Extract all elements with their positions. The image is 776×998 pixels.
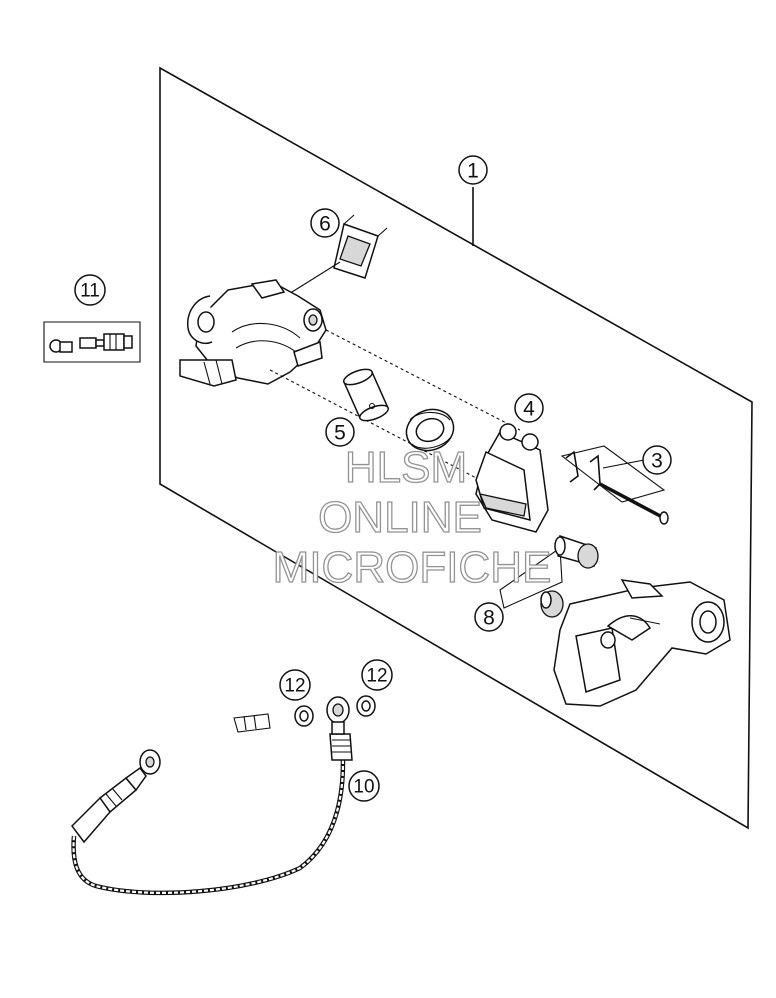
pad-pin-and-clips [560, 445, 669, 525]
callout-4: 4 [514, 393, 544, 423]
svg-text:3: 3 [651, 450, 663, 473]
svg-text:8: 8 [483, 607, 495, 630]
piston [342, 368, 390, 422]
callout-5: 5 [325, 417, 355, 447]
piston-seal [405, 408, 455, 452]
brake-pads [475, 423, 549, 533]
callout-11: 11 [74, 274, 106, 306]
callout-10: 10 [348, 770, 380, 802]
svg-text:1: 1 [467, 160, 479, 183]
caliper-carrier-bracket [553, 579, 731, 707]
svg-text:12: 12 [366, 666, 387, 687]
svg-text:12: 12 [284, 676, 305, 697]
watermark: HLSM ONLINE MICROFICHE [272, 442, 552, 592]
small-bolt-part [233, 713, 271, 733]
slide-pin-boots [499, 534, 599, 618]
callout-12a: 12 [279, 669, 311, 701]
brake-hose [71, 696, 353, 896]
leader-line-3 [602, 459, 645, 469]
watermark-line1: HLSM [345, 443, 467, 492]
svg-text:4: 4 [523, 398, 535, 421]
watermark-line2: ONLINE [318, 493, 482, 542]
callout-6: 6 [310, 208, 340, 238]
caliper-body [179, 279, 327, 387]
bleeder-valve-group [43, 321, 141, 363]
pad-spring-plate [333, 214, 388, 279]
callout-1: 1 [458, 155, 488, 185]
callout-12b: 12 [361, 659, 393, 691]
axis-line-upper [325, 329, 521, 431]
svg-text:5: 5 [334, 422, 346, 445]
svg-text:6: 6 [319, 213, 331, 236]
svg-text:10: 10 [353, 777, 374, 798]
watermark-line3: MICROFICHE [273, 543, 552, 592]
callout-3: 3 [642, 445, 672, 475]
svg-text:11: 11 [80, 281, 100, 302]
washers [294, 695, 376, 727]
assembly-frame [159, 66, 753, 830]
callout-8: 8 [474, 602, 504, 632]
leader-line-6 [283, 261, 341, 298]
